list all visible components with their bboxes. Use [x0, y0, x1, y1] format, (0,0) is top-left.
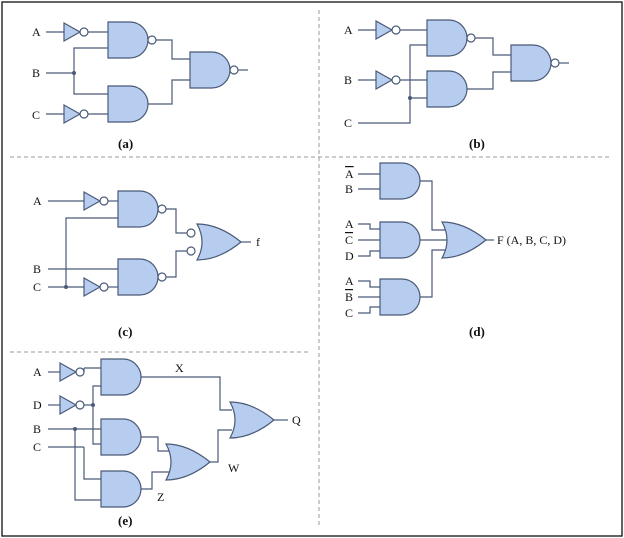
input-label-a: A [32, 25, 41, 39]
not-gate [375, 70, 393, 90]
input-label-b: B [344, 73, 352, 87]
input-label-a: A [33, 365, 42, 379]
nand-gate [117, 258, 159, 296]
or-gate [196, 223, 242, 261]
input-label-c: C [32, 108, 40, 122]
caption-b: (b) [469, 136, 485, 151]
output-label-q: Q [292, 413, 301, 427]
caption-e: (e) [118, 513, 132, 528]
input-label-d: D [33, 398, 42, 412]
nand-gate [189, 51, 231, 89]
panel-c: A B C f (c) [33, 190, 260, 339]
node-label-w: W [228, 461, 240, 475]
and-gate [379, 162, 421, 200]
nand-gate [117, 190, 159, 228]
nand-gate [510, 44, 552, 82]
not-gate [375, 20, 393, 40]
nand-gate [426, 19, 468, 57]
input-label-a-bar: A [345, 167, 354, 181]
not-gate [59, 362, 77, 382]
and-gate [379, 221, 421, 259]
nand-gate [107, 21, 149, 59]
input-label-a: A [345, 274, 354, 288]
not-gate [63, 22, 81, 42]
panel-b: A B C (b) [344, 19, 569, 151]
input-label-a: A [33, 194, 42, 208]
input-label-c: C [345, 306, 353, 320]
input-label-b: B [33, 422, 41, 436]
not-gate [83, 277, 101, 297]
panel-e: A D B C X Z W [33, 358, 301, 528]
and-gate [100, 418, 142, 456]
not-gate [59, 395, 77, 415]
input-label-b-bar: B [345, 290, 353, 304]
panel-a: A B C (a) [32, 21, 248, 151]
input-label-b: B [32, 66, 40, 80]
panel-d: A B A C D A B C F (A, B, C, D) (d) [345, 162, 566, 339]
input-label-a: A [344, 23, 353, 37]
input-label-b: B [345, 182, 353, 196]
output-label-f: f [256, 235, 260, 249]
caption-d: (d) [469, 324, 485, 339]
input-label-d: D [345, 249, 354, 263]
not-gate [83, 191, 101, 211]
or-gate [165, 443, 211, 481]
input-label-b: B [33, 262, 41, 276]
output-label-function: F (A, B, C, D) [497, 233, 566, 247]
caption-a: (a) [118, 136, 133, 151]
input-label-c-bar: C [345, 233, 353, 247]
and-gate [426, 70, 468, 108]
and-gate [379, 278, 421, 316]
or-gate [229, 401, 275, 439]
input-label-c: C [344, 116, 352, 130]
and-gate [100, 358, 142, 396]
node-label-x: X [175, 361, 184, 375]
input-label-c: C [33, 440, 41, 454]
input-label-c: C [33, 280, 41, 294]
not-gate [63, 104, 81, 124]
node-label-z: Z [157, 490, 164, 504]
input-label-a: A [345, 217, 354, 231]
or-gate [441, 221, 487, 259]
and-gate [107, 85, 149, 123]
and-gate [100, 470, 142, 508]
caption-c: (c) [118, 324, 132, 339]
